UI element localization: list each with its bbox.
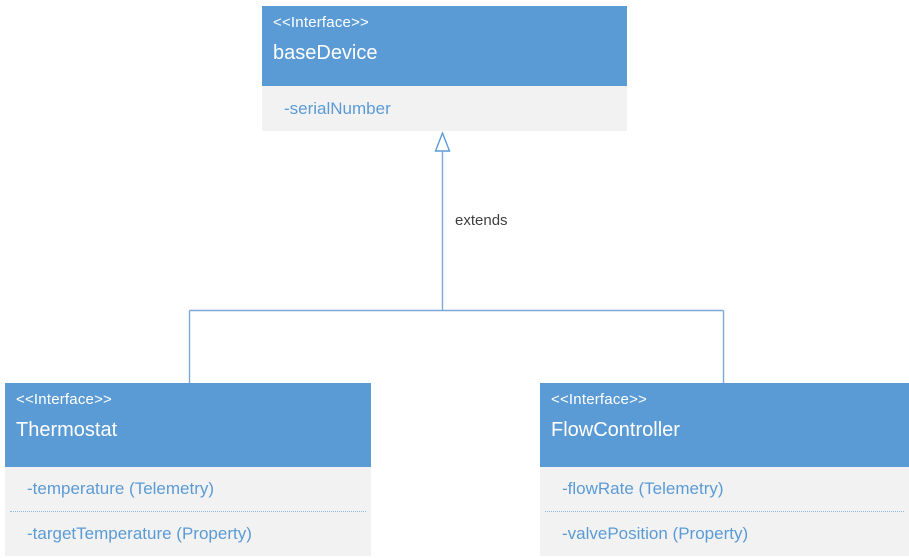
interface-name: baseDevice (273, 42, 378, 64)
interface-box-basedevice[interactable]: <<Interface>> baseDevice -serialNumber (262, 6, 627, 131)
stereotype-label: <<Interface>> (273, 14, 370, 31)
box-header: <<Interface>> baseDevice (262, 6, 627, 86)
interface-box-flowcontroller[interactable]: <<Interface>> FlowController -flowRate (… (540, 383, 909, 556)
interface-name: Thermostat (16, 419, 118, 441)
interface-box-thermostat[interactable]: <<Interface>> Thermostat -temperature (T… (5, 383, 371, 556)
attributes-compartment: -flowRate (Telemetry) -valvePosition (Pr… (540, 467, 909, 556)
generalization-arrowhead-icon (434, 131, 451, 152)
attribute-divider (10, 511, 366, 512)
attribute-item: -flowRate (Telemetry) (562, 479, 724, 498)
box-header: <<Interface>> FlowController (540, 383, 909, 467)
attributes-compartment: -serialNumber (262, 86, 627, 131)
attribute-item: -serialNumber (284, 98, 391, 118)
attribute-item: -targetTemperature (Property) (27, 524, 252, 543)
extends-label: extends (455, 212, 508, 229)
attribute-item: -valvePosition (Property) (562, 524, 749, 543)
attributes-compartment: -temperature (Telemetry) -targetTemperat… (5, 467, 371, 556)
stereotype-label: <<Interface>> (16, 391, 113, 408)
attribute-item: -temperature (Telemetry) (27, 479, 215, 498)
stereotype-label: <<Interface>> (551, 391, 648, 408)
interface-name: FlowController (551, 419, 680, 441)
attribute-divider (545, 511, 904, 512)
box-header: <<Interface>> Thermostat (5, 383, 371, 467)
